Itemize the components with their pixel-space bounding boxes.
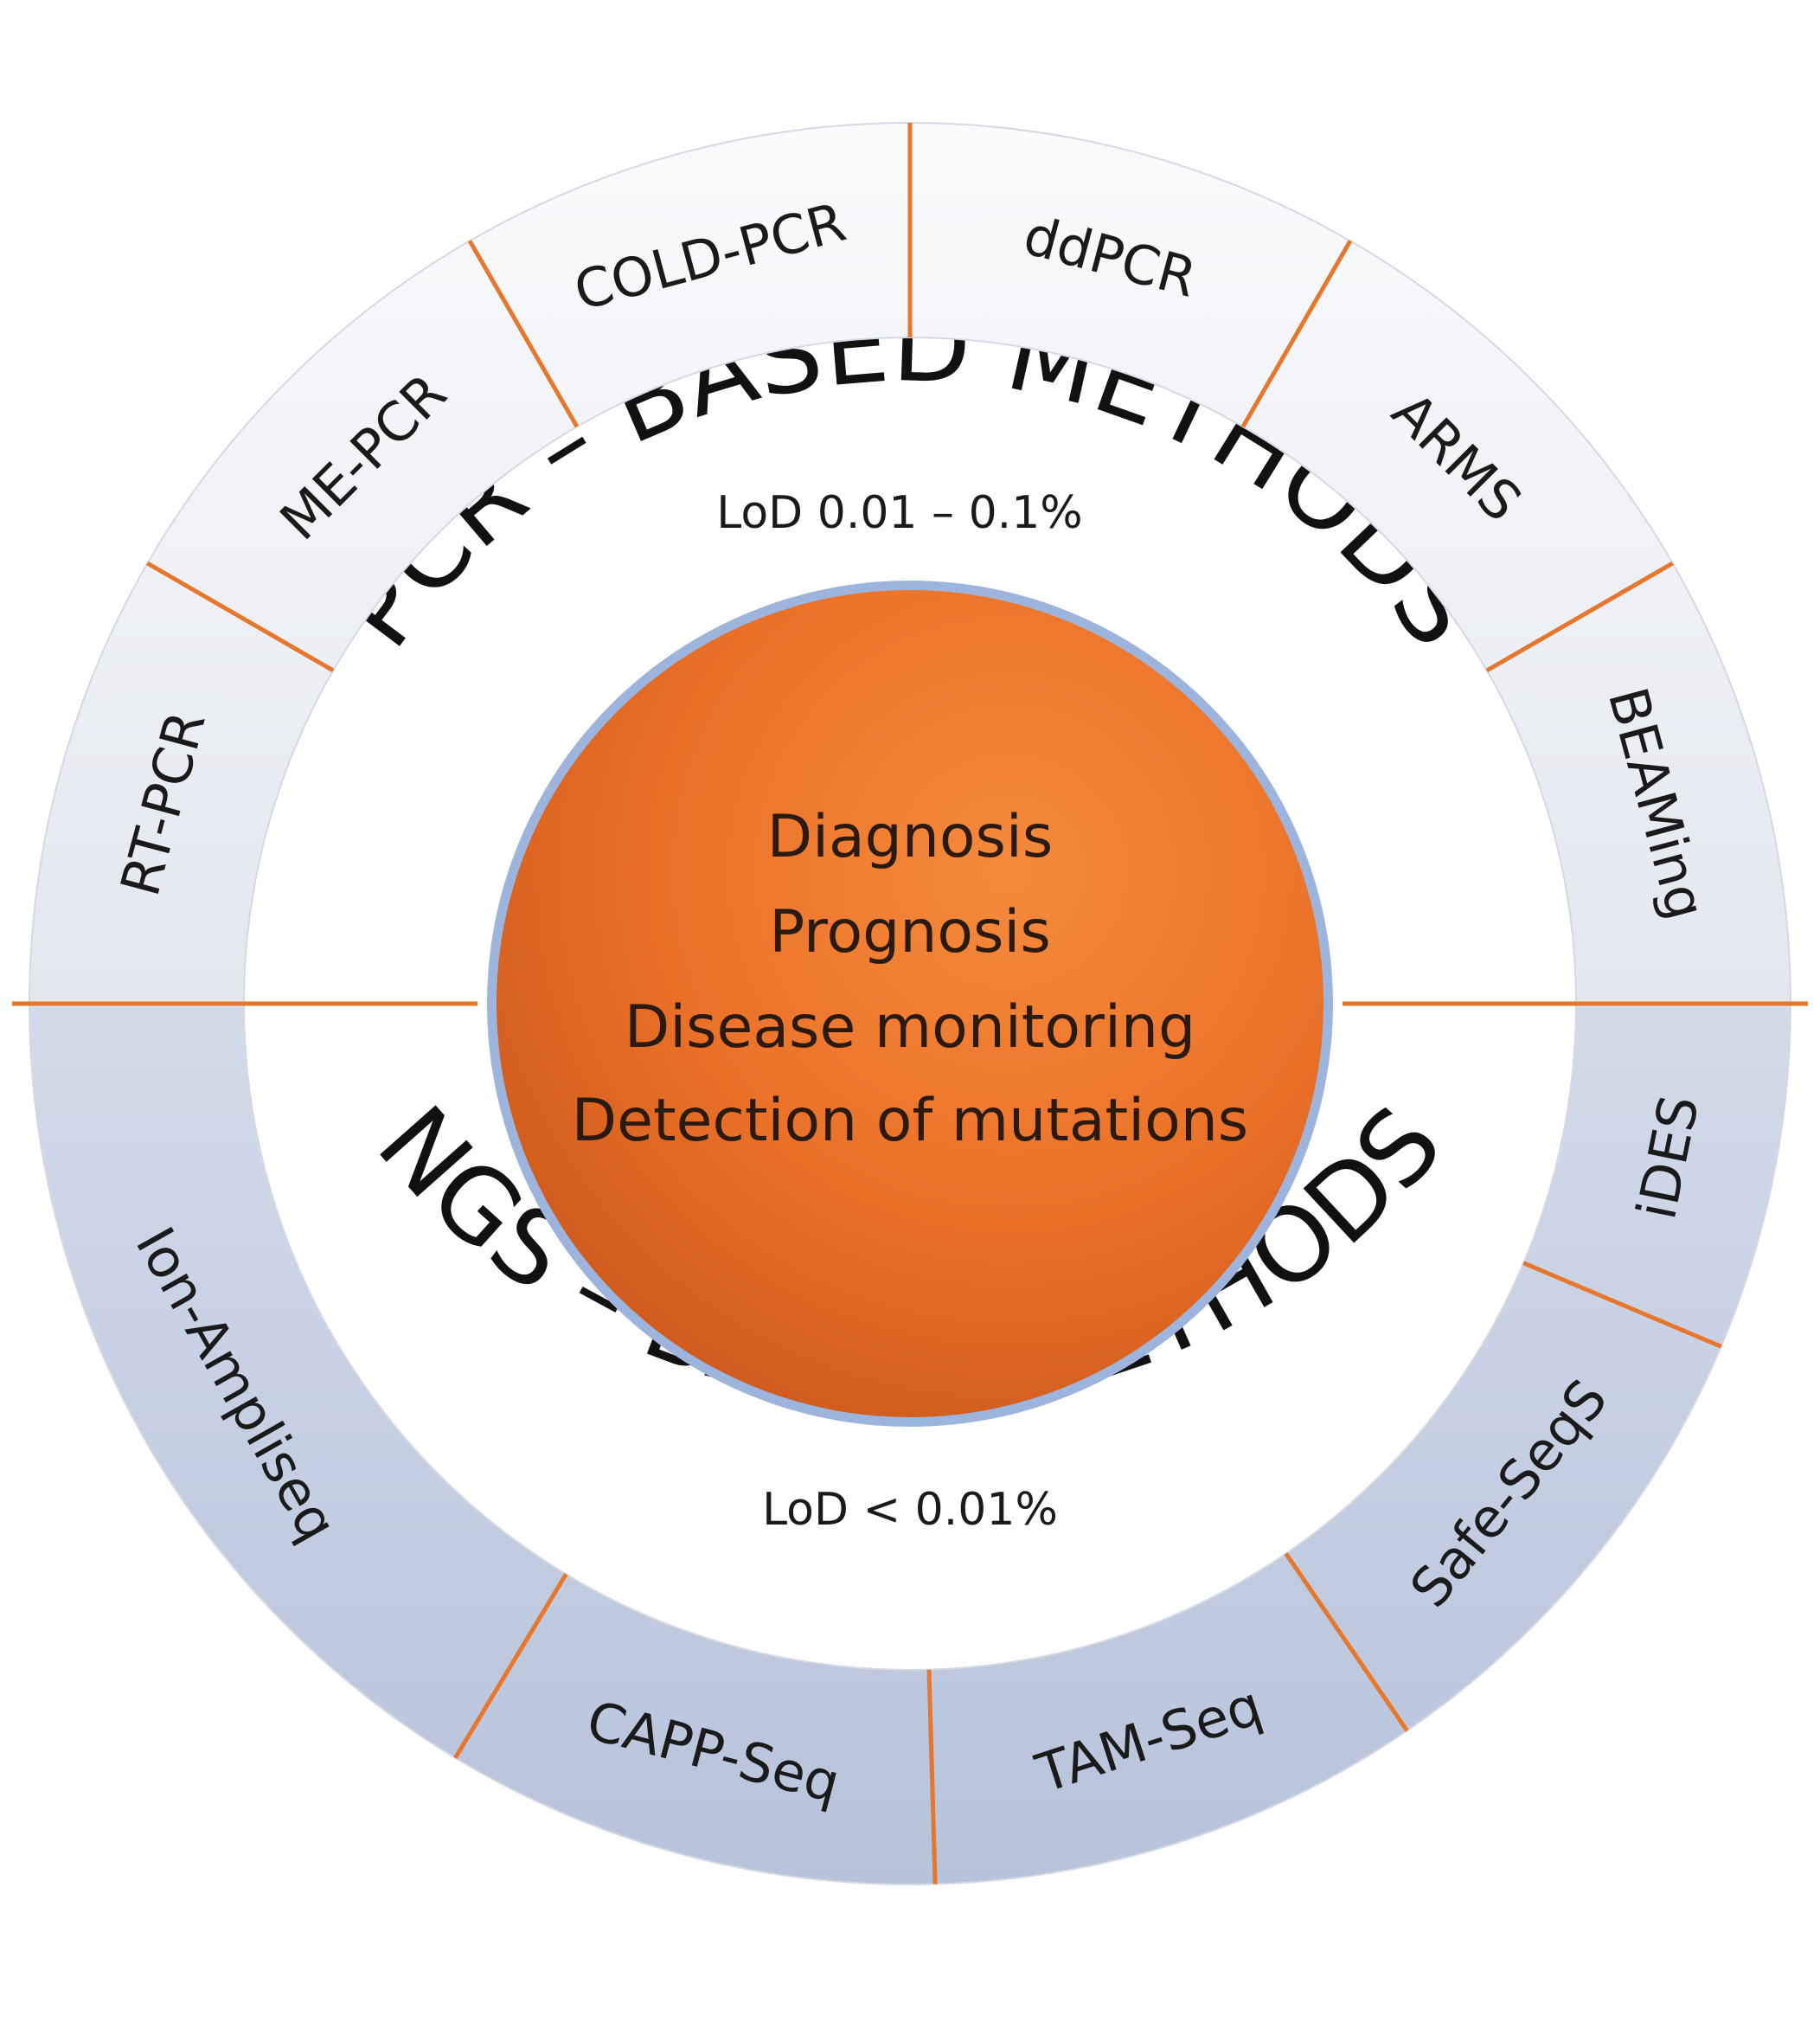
divider-ngs-2 [1284, 1552, 1409, 1732]
center-label-detection-of-mutations: Detection of mutations [572, 1087, 1248, 1155]
methods-ring [28, 122, 1792, 1885]
divider-ngs-3 [926, 1669, 938, 1884]
pcr-lod-label: LoD 0.01 – 0.1% [716, 487, 1082, 539]
divider-pcr-2 [467, 240, 580, 428]
center-label-disease-monitoring: Disease monitoring [625, 993, 1195, 1062]
ngs-lod-label: LoD < 0.01% [762, 1484, 1058, 1536]
divider-ngs-4 [453, 1573, 568, 1760]
ngs-ring-half [28, 1003, 1792, 1885]
divider-ngs-1 [1522, 1261, 1722, 1349]
pcr-ring-half [28, 122, 1792, 1005]
center-label-prognosis: Prognosis [769, 898, 1051, 966]
center-label-diagnosis: Diagnosis [767, 803, 1054, 871]
divider-pcr-5 [1485, 561, 1674, 673]
segment-dividers [12, 123, 1808, 1884]
divider-pcr-1 [146, 561, 335, 673]
divider-pcr-4 [1240, 240, 1353, 428]
center-circle [497, 590, 1323, 1417]
